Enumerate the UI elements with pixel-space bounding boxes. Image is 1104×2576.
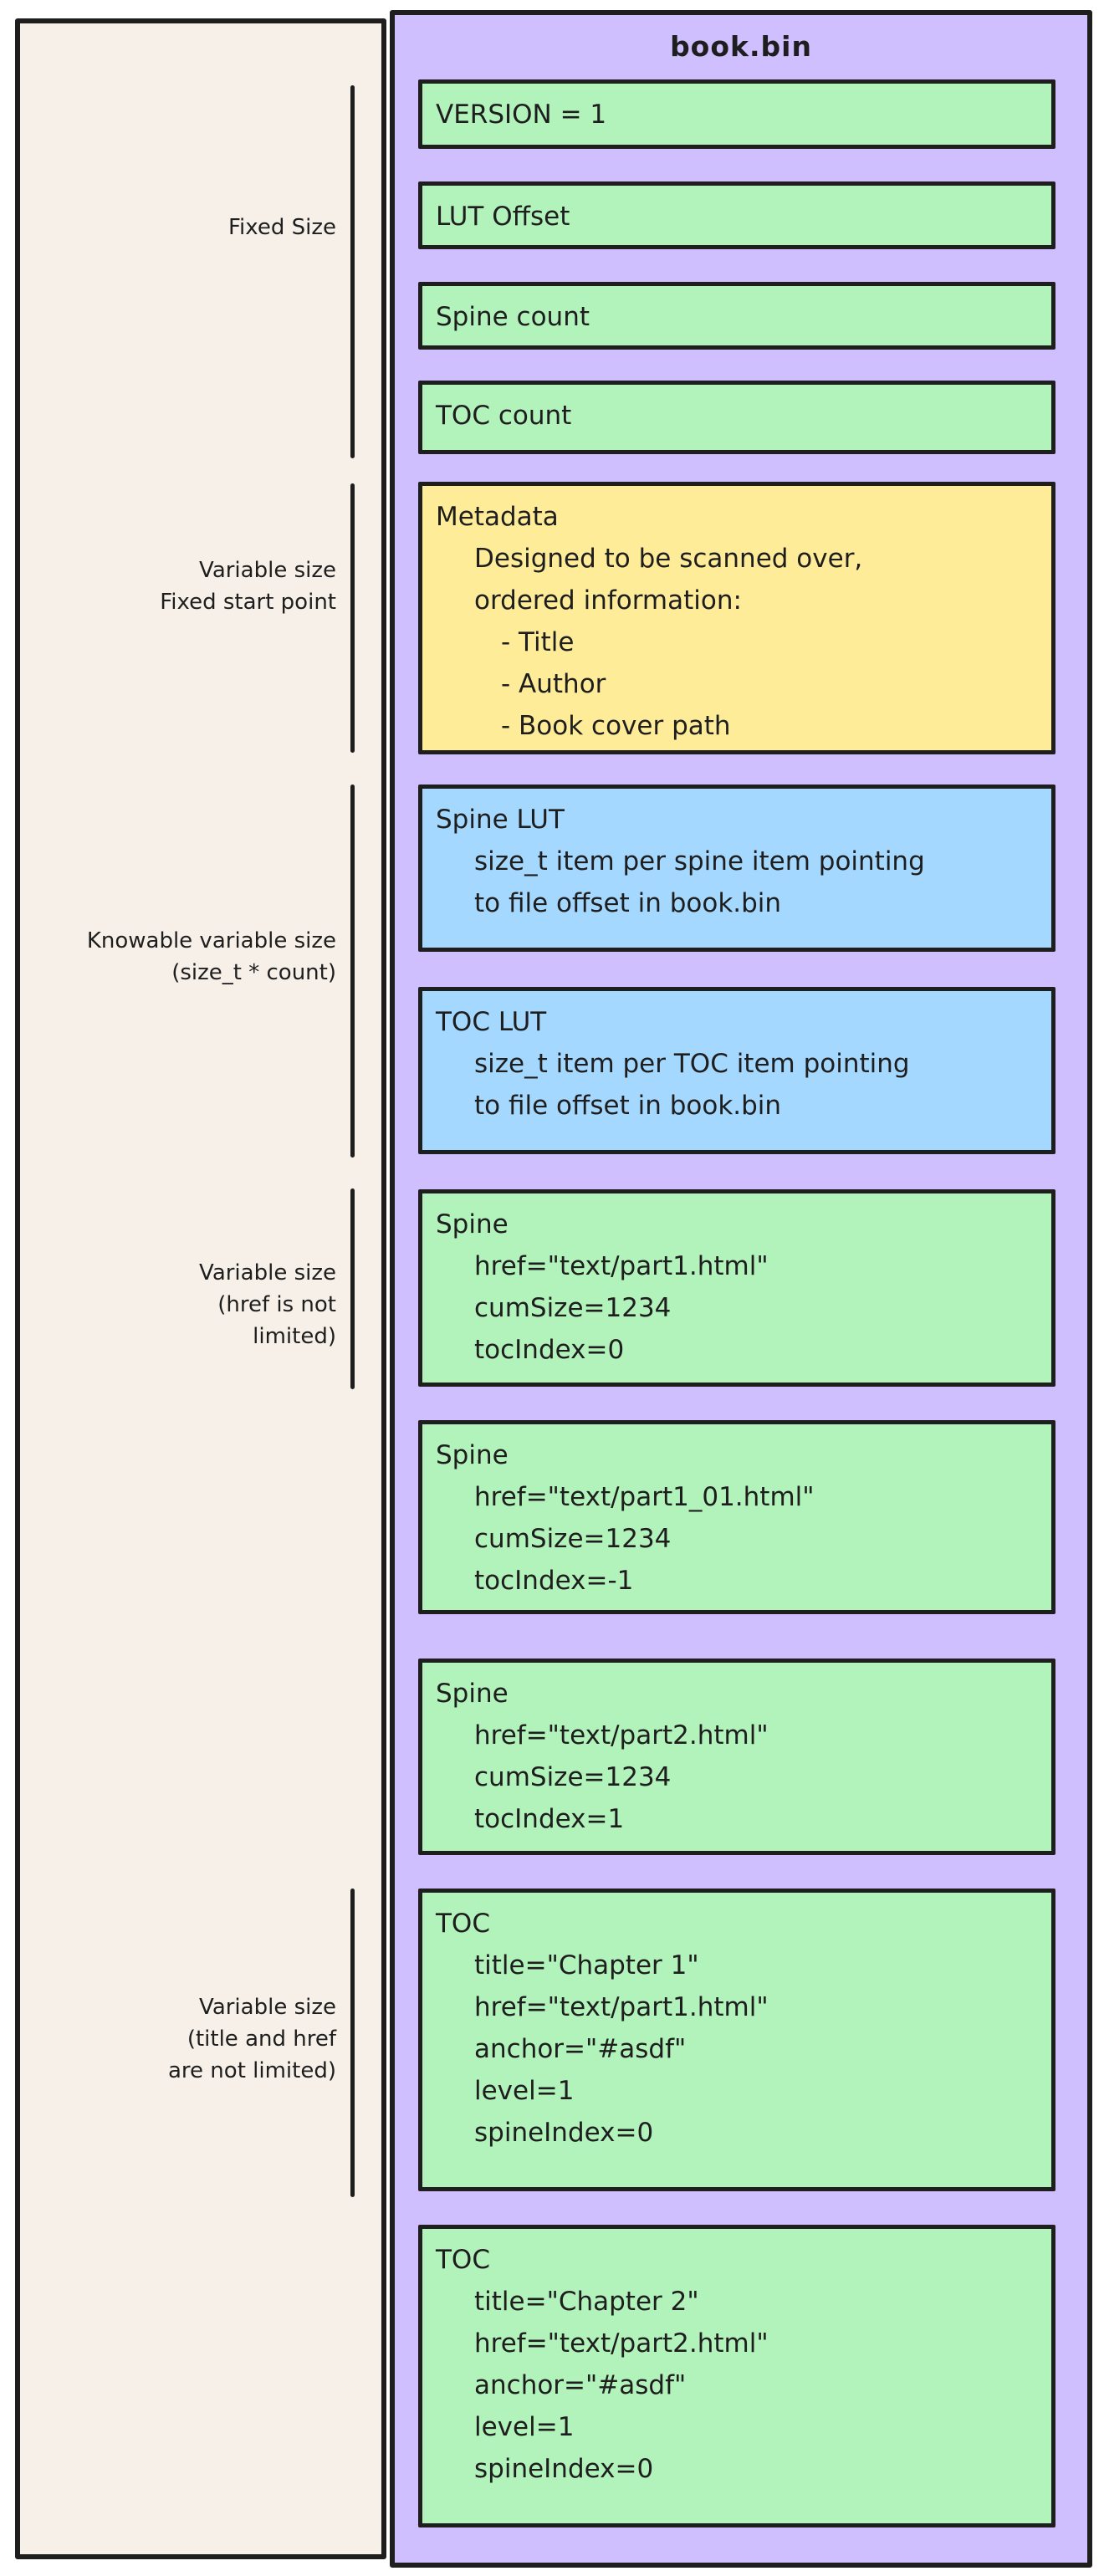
record-line: to file offset in book.bin xyxy=(474,888,782,918)
record-title: Spine count xyxy=(436,302,590,332)
record-spine-3: Spine href="text/part2.html" cumSize=123… xyxy=(418,1659,1055,1855)
record-title: VERSION = 1 xyxy=(436,100,607,130)
record-title: TOC LUT xyxy=(436,1007,547,1037)
record-title: Spine xyxy=(436,1209,509,1239)
record-line: title="Chapter 2" xyxy=(474,2287,699,2317)
record-line: size_t item per spine item pointing xyxy=(474,846,925,877)
record-line: title="Chapter 1" xyxy=(474,1950,699,1981)
record-line: - Book cover path xyxy=(501,711,731,741)
record-line: - Author xyxy=(501,669,606,699)
record-line: cumSize=1234 xyxy=(474,1762,672,1792)
record-spine-2: Spine href="text/part1_01.html" cumSize=… xyxy=(418,1420,1055,1614)
record-line: tocIndex=0 xyxy=(474,1335,625,1365)
size-label-variable-fixed-start: Variable size Fixed start point xyxy=(52,555,336,618)
size-bracket-spine xyxy=(350,1188,355,1389)
record-line: size_t item per TOC item pointing xyxy=(474,1049,910,1079)
size-label-variable-title-href: Variable size (title and href are not li… xyxy=(52,1991,336,2087)
record-spine-count: Spine count xyxy=(418,282,1055,350)
record-line: spineIndex=0 xyxy=(474,2454,654,2484)
size-label-line: (href is not xyxy=(217,1292,336,1317)
size-label-fixed: Fixed Size xyxy=(52,212,336,243)
record-title: LUT Offset xyxy=(436,202,570,232)
record-line: level=1 xyxy=(474,2412,575,2442)
record-line: href="text/part2.html" xyxy=(474,2328,769,2359)
size-label-line: Knowable variable size xyxy=(86,928,336,953)
size-label-variable-href: Variable size (href is not limited) xyxy=(52,1257,336,1352)
record-line: cumSize=1234 xyxy=(474,1293,672,1323)
record-title: Spine LUT xyxy=(436,805,565,835)
record-title: Spine xyxy=(436,1679,509,1709)
record-toc-lut: TOC LUT size_t item per TOC item pointin… xyxy=(418,987,1055,1154)
record-title: TOC count xyxy=(436,401,572,431)
size-label-knowable: Knowable variable size (size_t * count) xyxy=(52,925,336,989)
record-spine-1: Spine href="text/part1.html" cumSize=123… xyxy=(418,1189,1055,1387)
size-label-line: Fixed Size xyxy=(227,215,336,240)
record-line: href="text/part1.html" xyxy=(474,1251,769,1281)
record-line: cumSize=1234 xyxy=(474,1524,672,1554)
size-label-line: limited) xyxy=(253,1324,336,1349)
record-line: anchor="#asdf" xyxy=(474,2370,687,2400)
size-bracket-metadata xyxy=(350,483,355,753)
record-line: href="text/part2.html" xyxy=(474,1720,769,1751)
record-version: VERSION = 1 xyxy=(418,79,1055,149)
record-spine-lut: Spine LUT size_t item per spine item poi… xyxy=(418,785,1055,952)
record-line: level=1 xyxy=(474,2076,575,2106)
record-line: Designed to be scanned over, xyxy=(474,544,863,574)
file-title: book.bin xyxy=(670,30,812,63)
size-label-line: Variable size xyxy=(199,558,336,583)
legend-panel xyxy=(15,18,386,2559)
record-toc-count: TOC count xyxy=(418,381,1055,454)
record-line: anchor="#asdf" xyxy=(474,2034,687,2064)
size-label-line: are not limited) xyxy=(168,2058,336,2083)
record-line: - Title xyxy=(501,627,575,657)
size-label-line: Variable size xyxy=(199,1995,336,2020)
record-title: Metadata xyxy=(436,502,559,532)
size-label-line: (title and href xyxy=(187,2027,336,2052)
size-bracket-luts xyxy=(350,785,355,1158)
record-line: href="text/part1_01.html" xyxy=(474,1482,815,1512)
size-label-line: Fixed start point xyxy=(160,590,336,615)
record-line: tocIndex=1 xyxy=(474,1804,625,1834)
record-title: Spine xyxy=(436,1440,509,1470)
record-line: ordered information: xyxy=(474,585,742,616)
record-toc-1: TOC title="Chapter 1" href="text/part1.h… xyxy=(418,1889,1055,2191)
record-line: spineIndex=0 xyxy=(474,2118,654,2148)
record-title: TOC xyxy=(436,1909,490,1939)
record-toc-2: TOC title="Chapter 2" href="text/part2.h… xyxy=(418,2225,1055,2527)
record-line: to file offset in book.bin xyxy=(474,1091,782,1121)
size-bracket-fixed xyxy=(350,85,355,458)
record-lut-offset: LUT Offset xyxy=(418,181,1055,249)
record-line: tocIndex=-1 xyxy=(474,1566,634,1596)
size-label-line: (size_t * count) xyxy=(171,960,336,985)
size-label-line: Variable size xyxy=(199,1260,336,1285)
record-title: TOC xyxy=(436,2245,490,2275)
record-metadata: Metadata Designed to be scanned over, or… xyxy=(418,482,1055,754)
record-line: href="text/part1.html" xyxy=(474,1992,769,2022)
size-bracket-toc xyxy=(350,1889,355,2197)
